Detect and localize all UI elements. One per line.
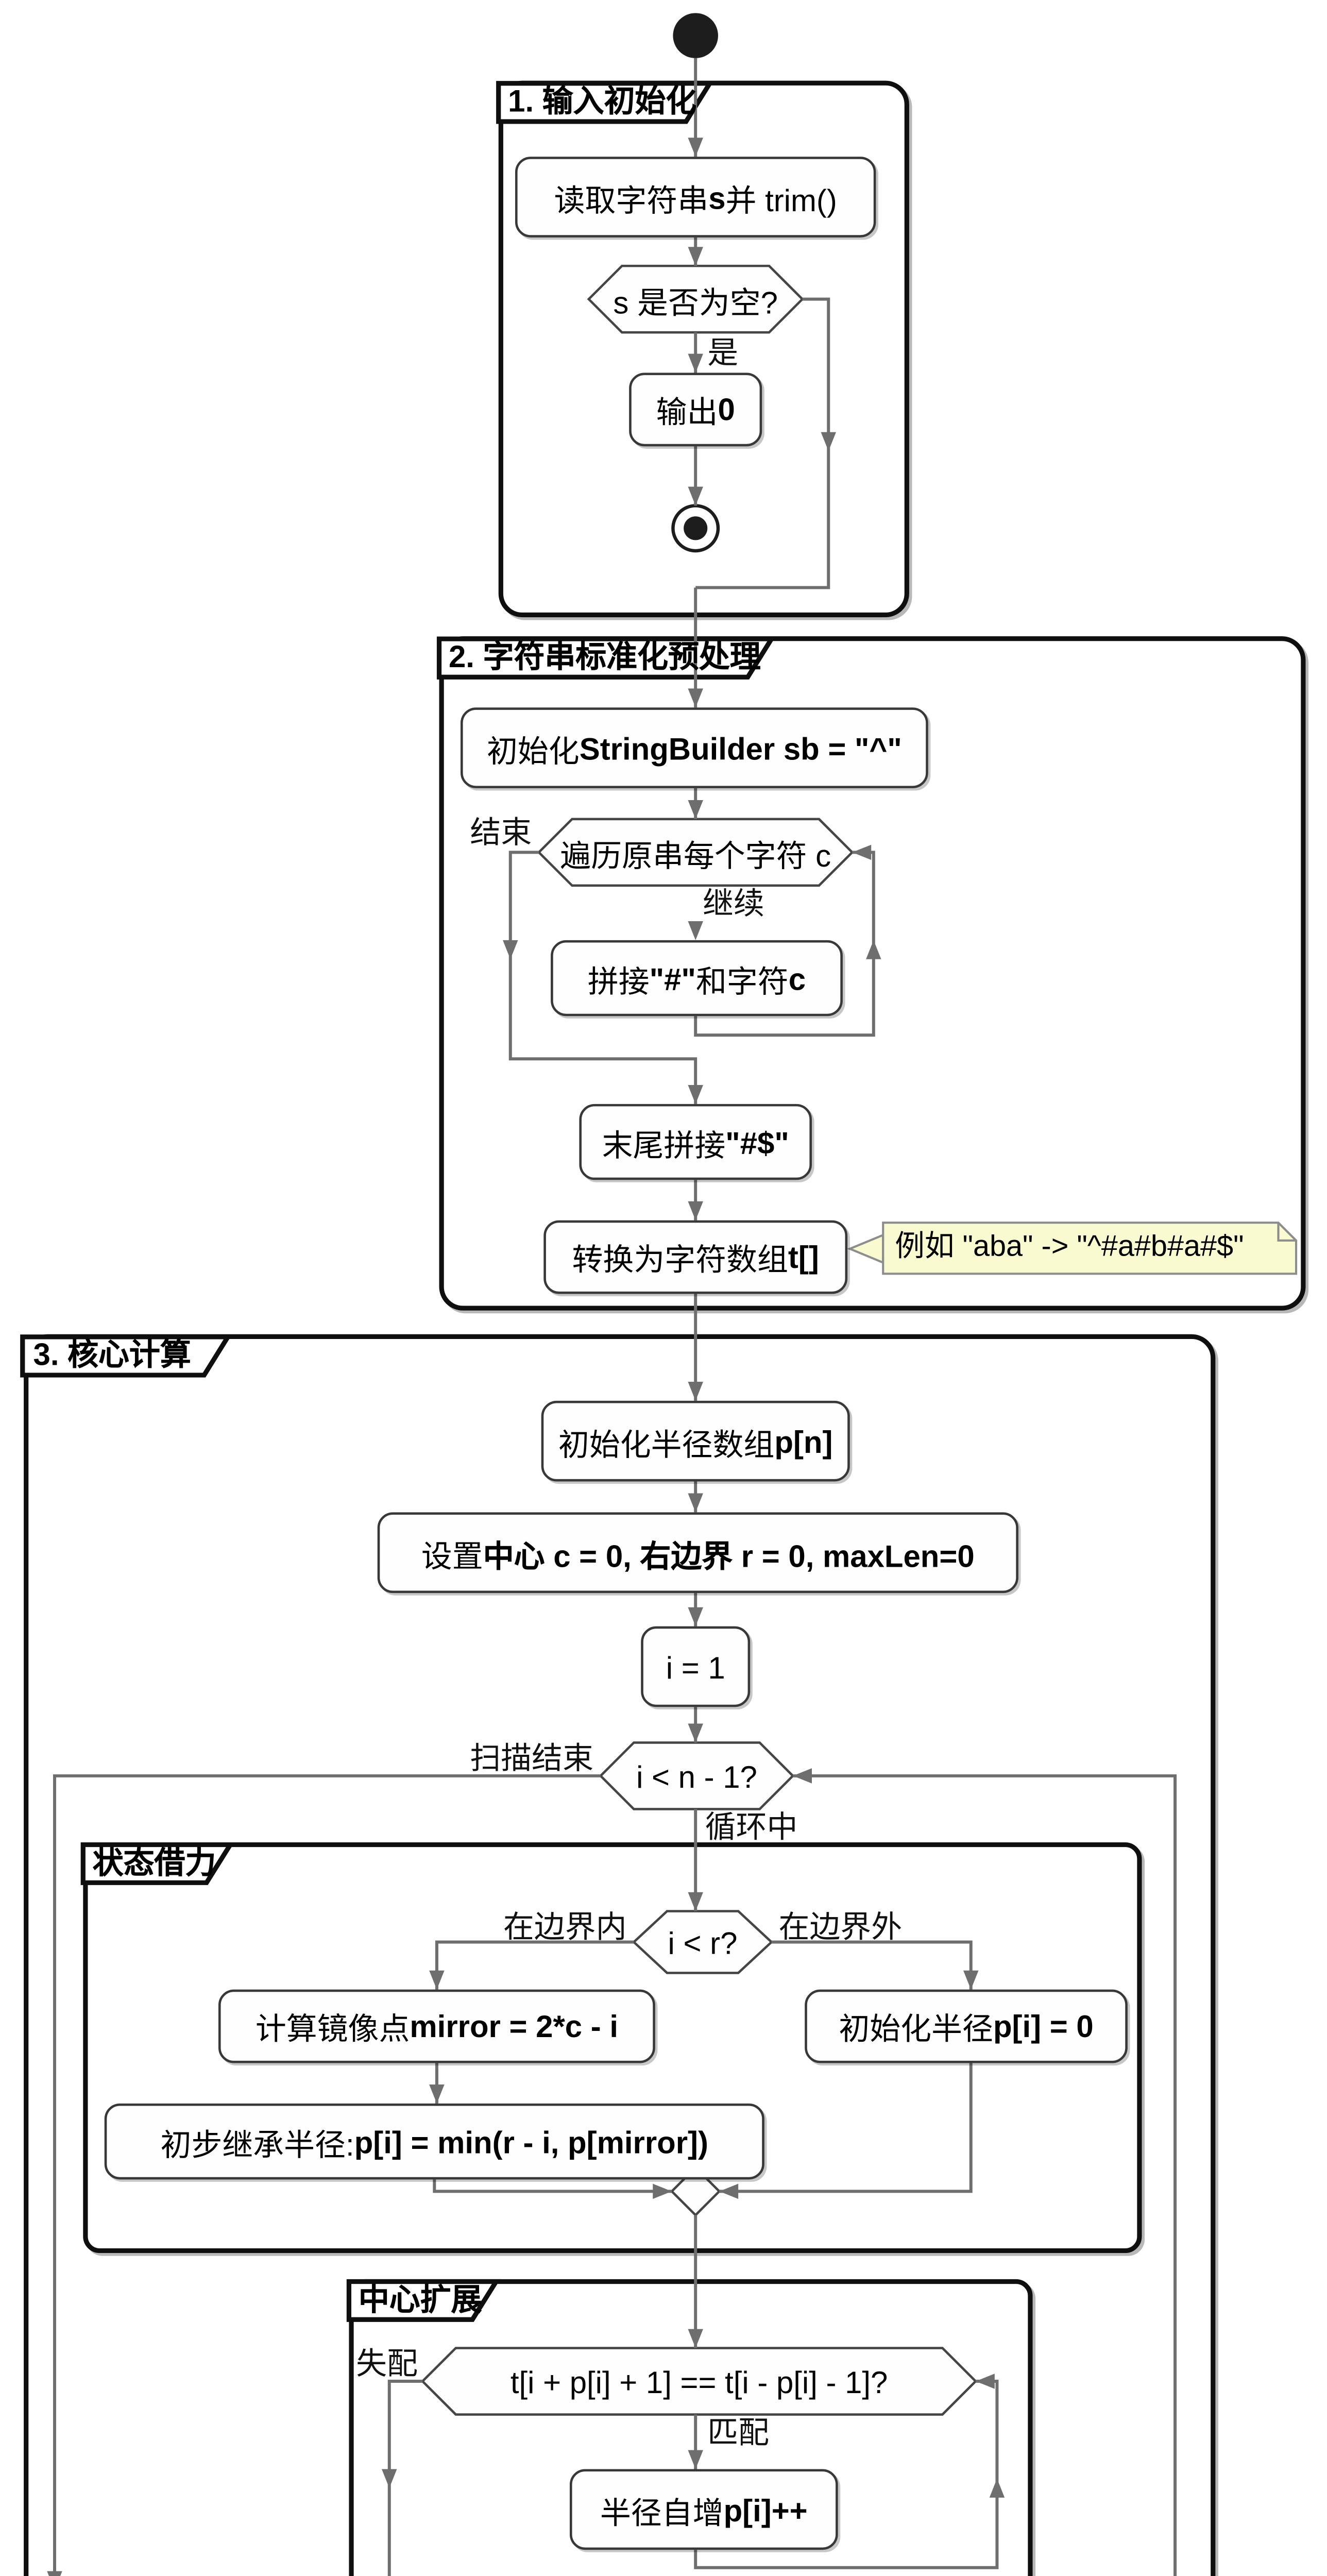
activity-output-zero: 输出 0 [629, 372, 762, 447]
edge-label-out-bound: 在边界外 [778, 1908, 903, 1945]
frame-normalize [439, 636, 1306, 1311]
activity-init-stringbuilder: 初始化 StringBuilder sb = "^" [460, 707, 928, 788]
activity-append-hash-char: 拼接 "#" 和字符 c [551, 940, 843, 1016]
decision-iterate-text: 遍历原串每个字符 c [560, 837, 831, 873]
activity-set-i: i = 1 [641, 1626, 751, 1707]
note-example-text: 例如 "aba" -> "^#a#b#a#$" [895, 1230, 1244, 1263]
edge-label-mismatch: 失配 [356, 2345, 418, 2382]
activity-inherit-radius: 初步继承半径: p[i] = min(r - i, p[mirror]) [104, 2103, 764, 2180]
frame-state-leverage [83, 1842, 1142, 2253]
frame-title-core-compute: 3. 核心计算 [33, 1336, 191, 1372]
activity-to-char-array: 转换为字符数组 t[] [543, 1220, 848, 1294]
arrowheads [47, 138, 1005, 2576]
frame-title-normalize: 2. 字符串标准化预处理 [448, 638, 761, 674]
activity-expand-radius: 半径自增 p[i]++ [569, 2469, 838, 2550]
frame-title-input-init: 1. 输入初始化 [508, 83, 697, 119]
activity-set-center-bound: 设置 中心 c = 0, 右边界 r = 0, maxLen=0 [377, 1512, 1018, 1594]
frame-title-center-expand: 中心扩展 [358, 2281, 482, 2317]
activity-append-tail: 末尾拼接 "#$" [579, 1104, 812, 1180]
edge-label-in-bound: 在边界内 [503, 1908, 627, 1945]
decision-match-text: t[i + p[i] + 1] == t[i - p[i] - 1]? [510, 2363, 888, 2399]
note-shape [847, 1222, 1298, 1275]
activity-read-string: 读取字符串 s 并 trim() [515, 157, 876, 238]
decision-scan-text: i < n - 1? [636, 1758, 757, 1794]
activity-compute-mirror: 计算镜像点 mirror = 2*c - i [218, 1989, 655, 2063]
decision-empty-text: s 是否为空? [613, 283, 778, 319]
frame-title-state-leverage: 状态借力 [92, 1844, 216, 1880]
end-node-early [671, 504, 720, 553]
frame-tabs [20, 81, 776, 2322]
frame-core-compute [22, 1334, 1215, 2576]
edge-label-looping: 循环中 [705, 1809, 798, 1845]
flow-edges [53, 58, 1177, 2576]
edge-label-scan-end: 扫描结束 [470, 1740, 594, 1776]
edge-label-iter-end: 结束 [470, 814, 532, 850]
decision-in-bound-text: i < r? [668, 1924, 738, 1960]
edge-label-yes-empty: 是 [707, 334, 739, 370]
frame-center-expand [349, 2279, 1033, 2576]
start-node [673, 13, 718, 58]
edge-label-iter-continue: 继续 [703, 885, 764, 921]
activity-init-radius-array: 初始化半径数组 p[n] [541, 1400, 850, 1482]
activity-init-radius-zero: 初始化半径 p[i] = 0 [805, 1989, 1128, 2063]
edge-label-match: 匹配 [707, 2414, 770, 2450]
